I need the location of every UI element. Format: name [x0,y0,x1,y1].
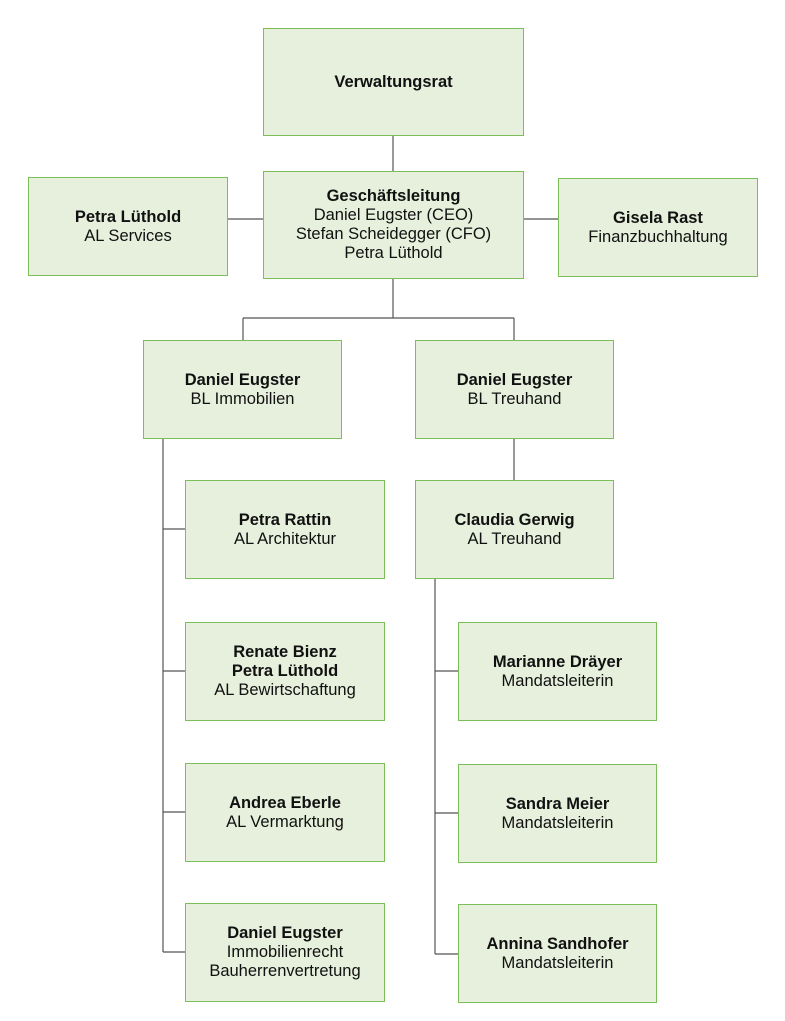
management-line-1: Renate Bienz [233,643,337,661]
board-line-1: Verwaltungsrat [334,72,453,91]
bl-realestate-line-2: BL Immobilien [190,389,295,408]
accounting-line-2: Finanzbuchhaltung [588,227,728,246]
mandate-2-line-1: Sandra Meier [505,794,610,813]
executive-line-4: Petra Lüthold [344,244,443,262]
bl-trust-line-2: BL Treuhand [467,389,562,408]
mandate-1-line-1: Marianne Dräyer [492,652,623,671]
management-line-2: Petra Lüthold [231,662,339,680]
services-line-2: AL Services [84,226,172,245]
mandate-1-line-2: Mandatsleiterin [501,671,614,690]
mandate-3-line-2: Mandatsleiterin [501,953,614,972]
services-line-1: Petra Lüthold [74,207,182,226]
mandate-2-line-2: Mandatsleiterin [501,813,614,832]
real-estate-law-line-2: Immobilienrecht [226,943,344,961]
real-estate-law-line-3: Bauherrenvertretung [209,962,361,980]
executive-line-1: Geschäftsleitung [326,187,461,205]
mandate-3-line-1: Annina Sandhofer [486,934,629,953]
marketing-line-2: AL Vermarktung [226,812,344,831]
executive-line-2: Daniel Eugster (CEO) [313,206,474,224]
box-board: Verwaltungsrat [263,28,524,136]
al-trust-line-1: Claudia Gerwig [454,510,575,529]
bl-realestate-line-1: Daniel Eugster [184,370,301,389]
management-line-3: AL Bewirtschaftung [214,681,356,699]
bl-trust-line-1: Daniel Eugster [456,370,573,389]
al-trust-line-2: AL Treuhand [467,529,562,548]
real-estate-law-line-1: Daniel Eugster [227,924,343,942]
architecture-line-1: Petra Rattin [238,510,332,529]
marketing-line-1: Andrea Eberle [229,793,341,812]
architecture-line-2: AL Architektur [233,529,337,548]
executive-line-3: Stefan Scheidegger (CFO) [295,225,492,243]
accounting-line-1: Gisela Rast [613,208,703,227]
